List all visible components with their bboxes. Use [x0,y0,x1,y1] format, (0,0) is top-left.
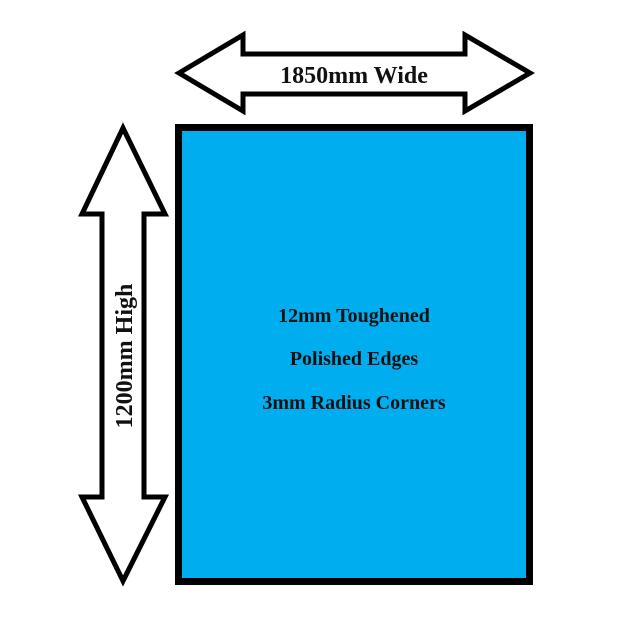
width-label: 1850mm Wide [280,63,428,89]
spec-line-corners: 3mm Radius Corners [262,392,446,414]
glass-panel [175,124,533,585]
height-double-arrow [77,122,170,587]
height-label: 1200mm High [112,284,138,429]
spec-line-edges: Polished Edges [290,348,419,370]
spec-line-thickness: 12mm Toughened [278,305,430,327]
width-double-arrow [174,30,535,116]
